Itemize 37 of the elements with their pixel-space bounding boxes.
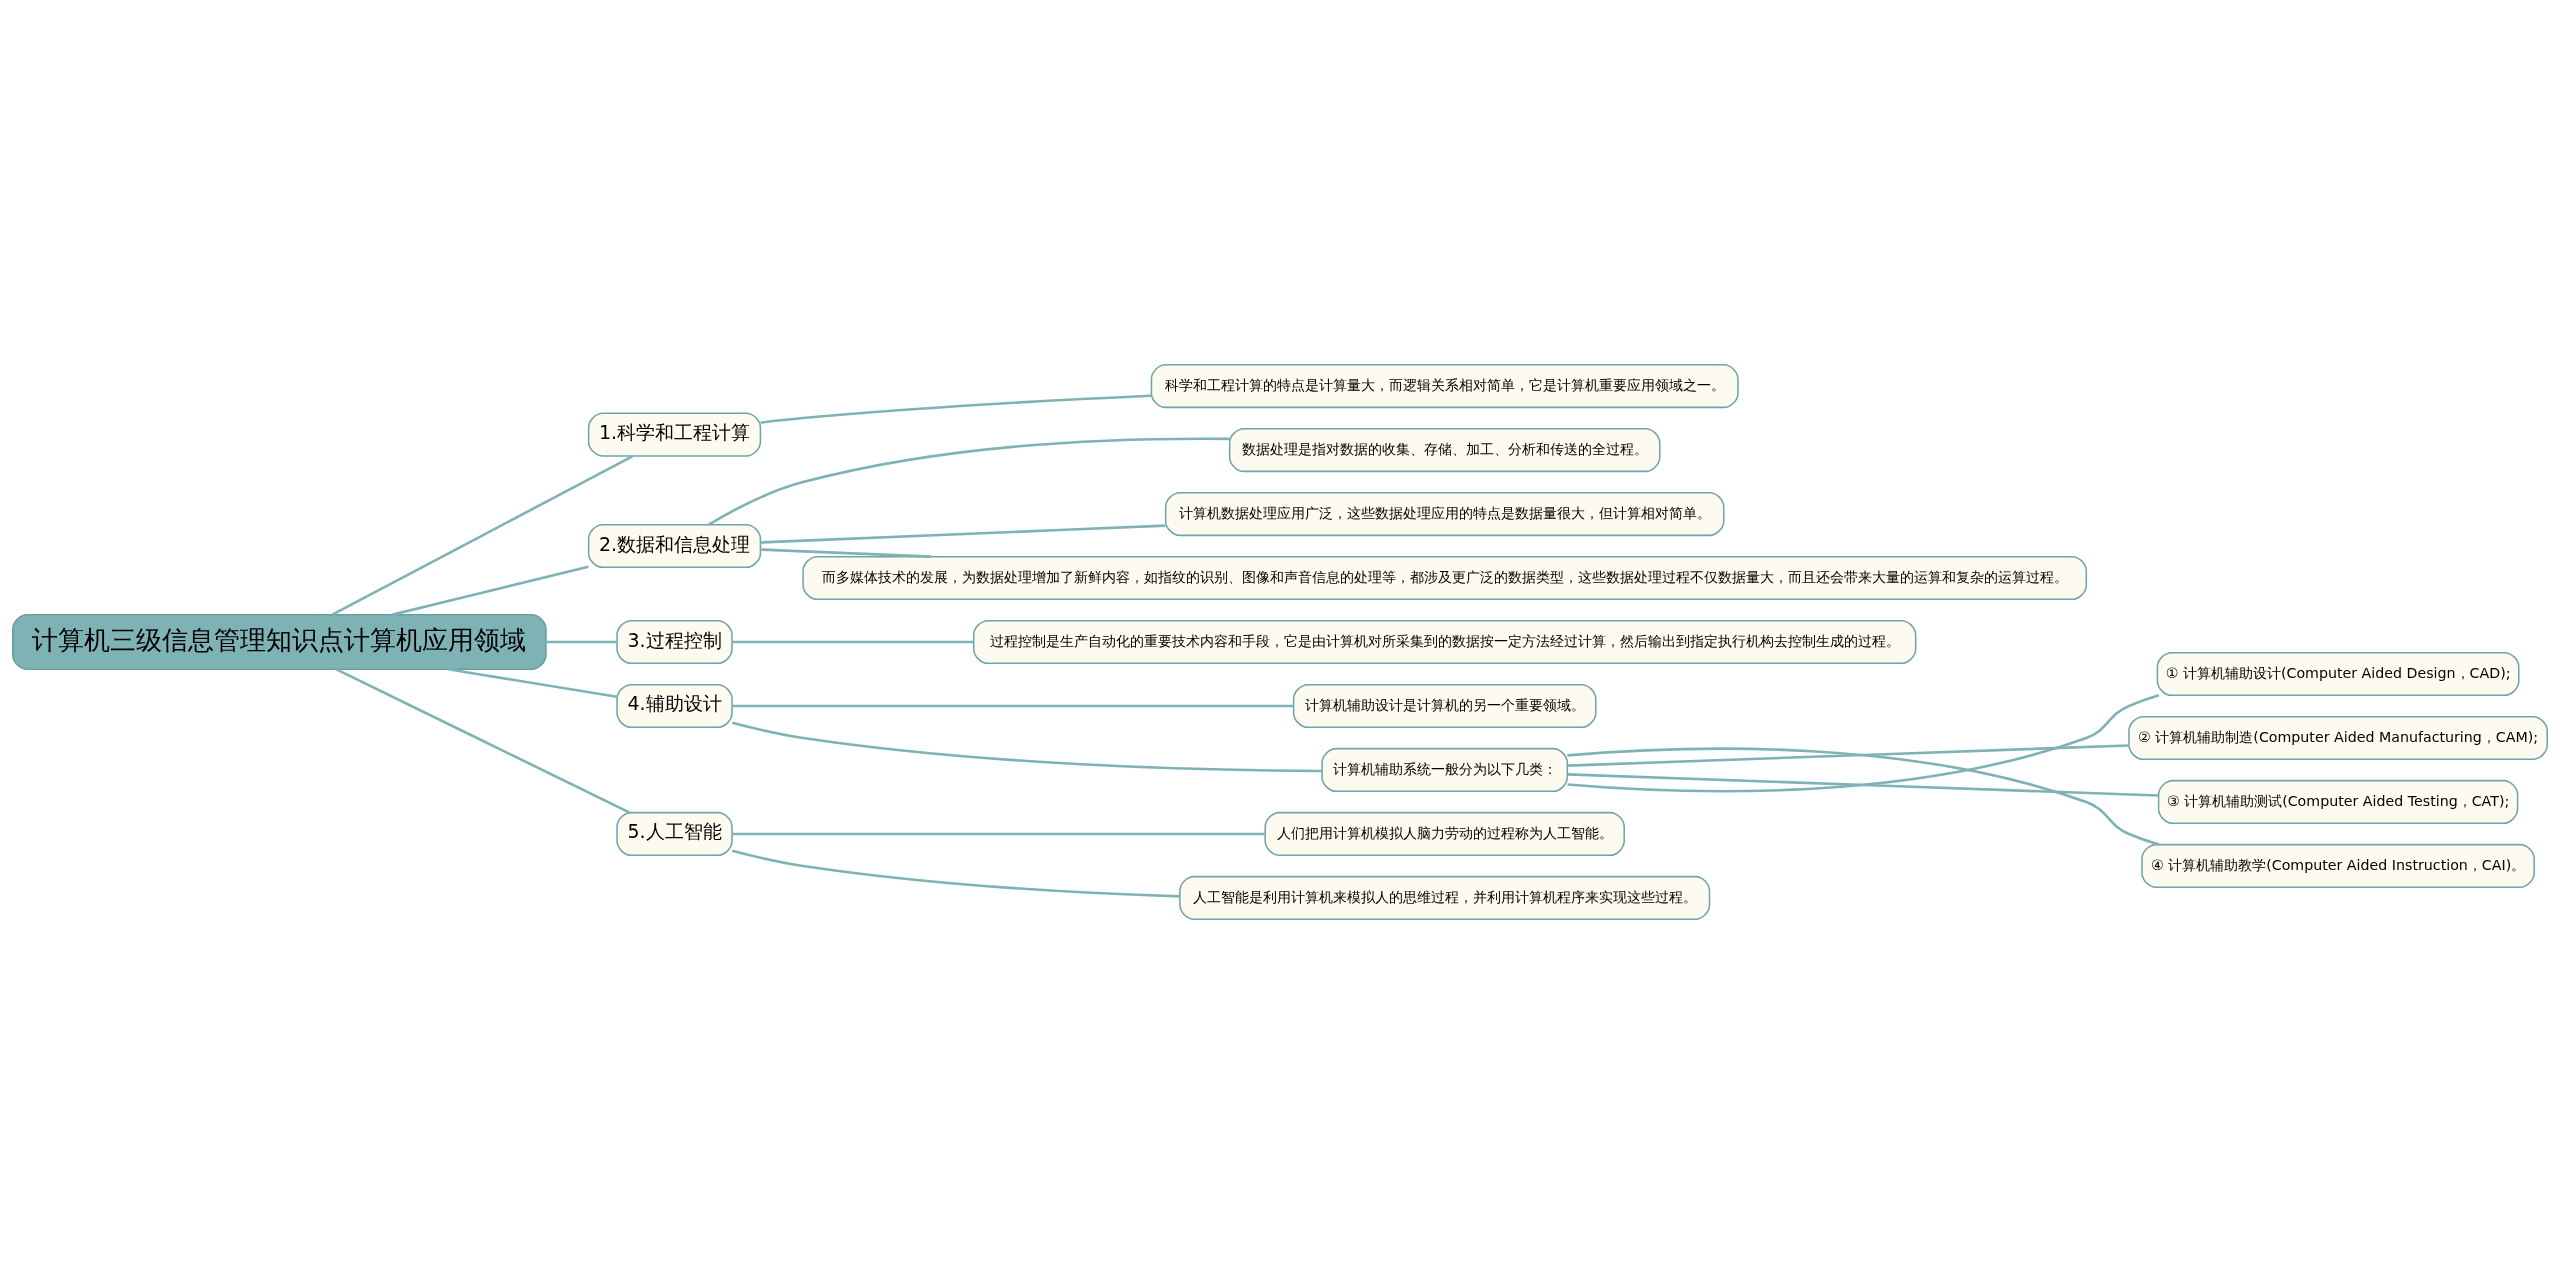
connector	[1567, 693, 2160, 792]
connector	[731, 720, 1322, 772]
connector	[392, 565, 589, 616]
connector	[331, 454, 634, 616]
node-box: 过程控制是生产自动化的重要技术内容和手段，它是由计算机对所采集到的数据按一定方法经过计算，然后输出到指定执行机构去控制生成的过程。	[972, 619, 1917, 664]
node-box: 2.数据和信息处理	[587, 523, 762, 568]
connector	[1567, 746, 2160, 846]
connector	[732, 640, 974, 643]
node-box: 计算机三级信息管理知识点计算机应用领域	[12, 613, 547, 670]
connector	[760, 547, 932, 558]
connector	[732, 832, 1265, 835]
node-box: 计算机辅助设计是计算机的另一个重要领域。	[1292, 683, 1597, 728]
node-box: 人们把用计算机模拟人脑力劳动的过程称为人工智能。	[1264, 811, 1625, 856]
node-box: 3.过程控制	[616, 619, 733, 664]
connector	[732, 704, 1294, 707]
connector	[760, 523, 1166, 544]
node-box: 计算机数据处理应用广泛，这些数据处理应用的特点是数据量很大，但计算相对简单。	[1164, 491, 1725, 536]
connector	[731, 848, 1180, 898]
node-box: ② 计算机辅助制造(Computer Aided Manufacturing，CAM);	[2128, 715, 2548, 760]
connector	[760, 393, 1152, 424]
node-box: 科学和工程计算的特点是计算量大，而逻辑关系相对简单，它是计算机重要应用领域之一。	[1150, 363, 1739, 408]
node-box: ④ 计算机辅助教学(Computer Aided Instruction，CAI)。	[2141, 843, 2535, 888]
node-box: 计算机辅助系统一般分为以下几类：	[1321, 747, 1569, 792]
node-box: ③ 计算机辅助测试(Computer Aided Testing，CAT);	[2157, 779, 2519, 824]
connector	[448, 667, 617, 698]
connector	[1567, 772, 2159, 797]
connector	[546, 640, 617, 643]
connector	[335, 667, 630, 814]
node-box: 而多媒体技术的发展，为数据处理增加了新鲜内容，如指纹的识别、图像和声音信息的处理等，都涉及更广泛的数据类型，这些数据处理过程不仅数据量大，而且还会带来大量的运算和复杂的运算过程。	[802, 555, 2088, 600]
node-box: ① 计算机辅助设计(Computer Aided Design，CAD);	[2156, 651, 2520, 696]
node-box: 5.人工智能	[616, 811, 733, 856]
node-box: 1.科学和工程计算	[587, 412, 762, 457]
connector	[708, 436, 1230, 526]
connector	[1567, 743, 2129, 767]
node-box: 数据处理是指对数据的收集、存储、加工、分析和传送的全过程。	[1228, 427, 1661, 472]
node-box: 人工智能是利用计算机来模拟人的思维过程，并利用计算机程序来实现这些过程。	[1179, 875, 1711, 920]
node-box: 4.辅助设计	[616, 683, 733, 728]
